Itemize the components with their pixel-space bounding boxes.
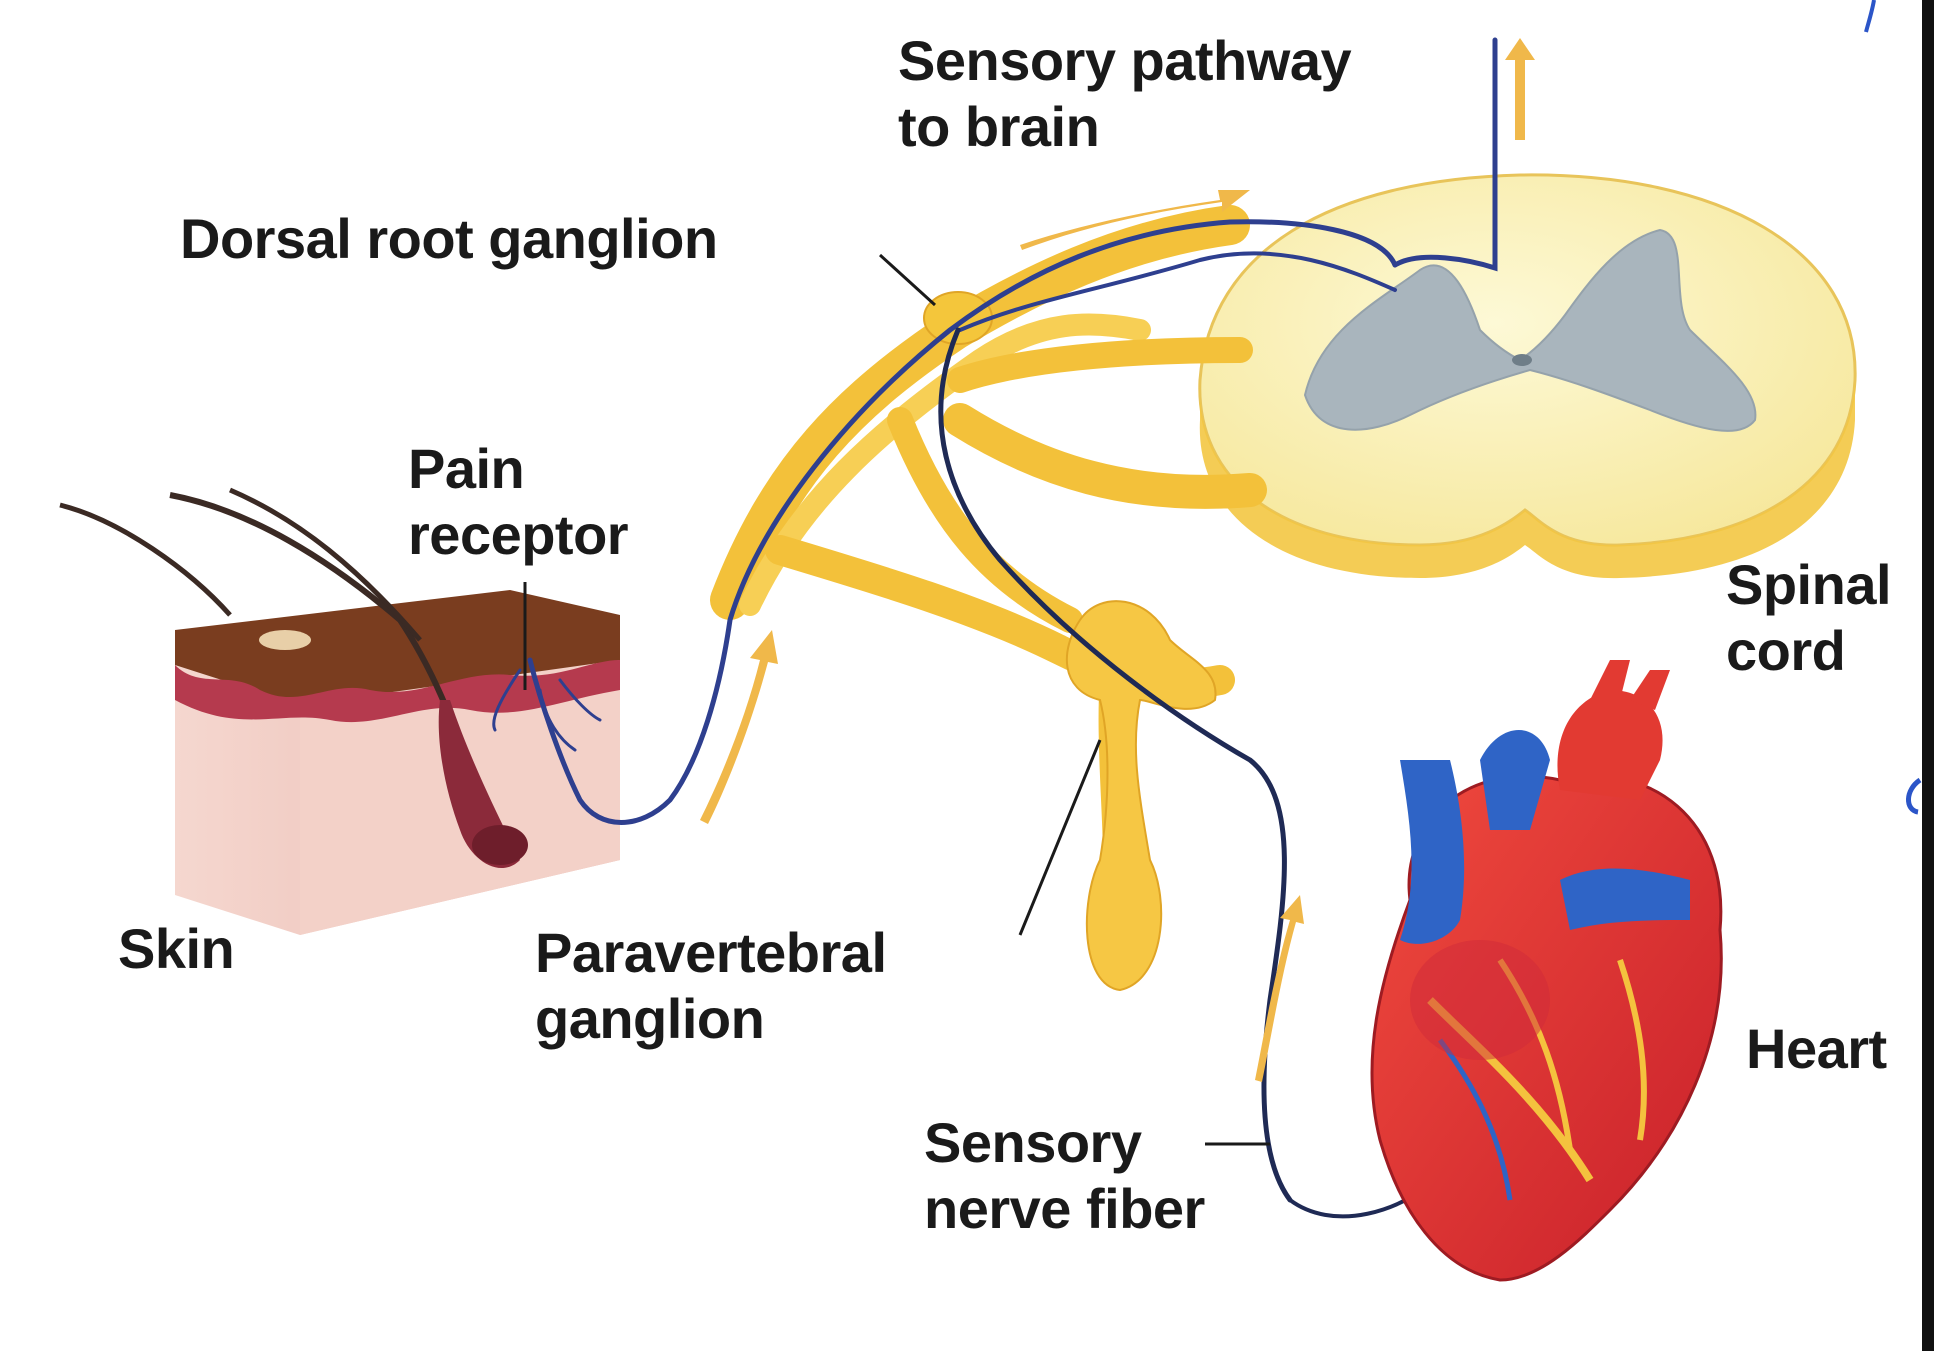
label-sensory-nerve-fiber: Sensory nerve fiber bbox=[924, 1110, 1205, 1242]
label-spinal-cord: Spinal cord bbox=[1726, 552, 1922, 684]
label-heart: Heart bbox=[1746, 1016, 1922, 1082]
pen-mark-mid bbox=[1908, 780, 1920, 812]
paravertebral-ganglion-body bbox=[1067, 601, 1216, 990]
heart-illustration bbox=[1372, 660, 1721, 1280]
label-dorsal-root-ganglion: Dorsal root ganglion bbox=[180, 206, 718, 272]
pen-mark-top bbox=[1866, 0, 1874, 32]
leader-dorsal-root bbox=[880, 255, 935, 305]
label-skin: Skin bbox=[118, 916, 234, 982]
right-frame-border bbox=[1922, 0, 1934, 1351]
arrow-up-pathway bbox=[1505, 38, 1535, 140]
label-paravertebral-ganglion: Paravertebral ganglion bbox=[535, 920, 887, 1052]
spinal-cord bbox=[1200, 175, 1855, 578]
label-pain-receptor: Pain receptor bbox=[408, 436, 628, 568]
label-sensory-pathway: Sensory pathway to brain bbox=[898, 28, 1351, 160]
arrow-skin-fiber bbox=[700, 630, 778, 824]
